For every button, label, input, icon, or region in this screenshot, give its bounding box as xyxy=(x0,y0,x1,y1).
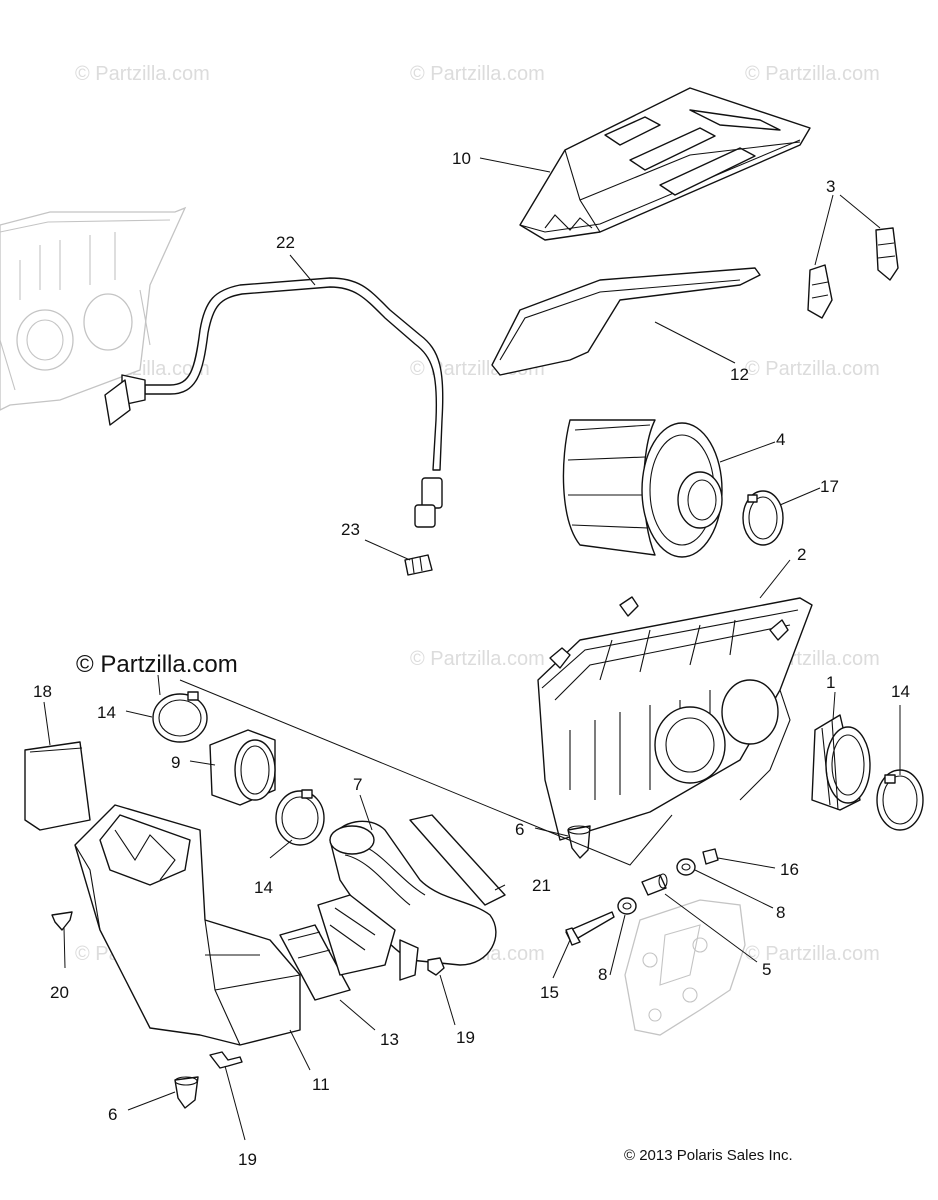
watermark: © Partzilla.com xyxy=(75,63,210,85)
mount-spacer-part xyxy=(641,873,668,896)
hose-clip-part xyxy=(404,554,433,576)
intake-duct-part xyxy=(74,804,301,1046)
intake-plate-part xyxy=(409,814,506,906)
callout-8: 8 xyxy=(776,903,785,922)
callout-13: 13 xyxy=(380,1030,399,1049)
callout-2: 2 xyxy=(797,545,806,564)
copyright-notice: © 2013 Polaris Sales Inc. xyxy=(624,1147,793,1164)
intake-coupler-part xyxy=(811,714,871,811)
watermark-prominent: © Partzilla.com xyxy=(76,651,238,678)
filter-clamp-part xyxy=(742,490,784,546)
air-filter-part xyxy=(562,419,723,558)
callout-4: 4 xyxy=(776,430,785,449)
callout-19: 19 xyxy=(238,1150,257,1169)
callout-12: 12 xyxy=(730,365,749,384)
callout-10: 10 xyxy=(452,149,471,168)
intake-pad-part xyxy=(24,741,91,831)
ghost-bracket-reference xyxy=(624,899,746,1036)
watermark: © Partzilla.com xyxy=(745,943,880,965)
airbox-seal-part xyxy=(491,267,761,376)
cover-clip-part xyxy=(807,227,899,319)
callout-11: 11 xyxy=(312,1075,330,1094)
callout-1: 1 xyxy=(826,673,835,692)
callout-5: 5 xyxy=(762,960,771,979)
airbox-base-part xyxy=(537,596,813,841)
spacer-washer-part xyxy=(617,897,637,915)
drain-grommet-part xyxy=(174,1076,199,1109)
intake-tube-part xyxy=(329,820,497,981)
callout-17: 17 xyxy=(820,477,839,496)
callout-6: 6 xyxy=(515,820,524,839)
push-fastener-part xyxy=(51,911,73,931)
callout-23: 23 xyxy=(341,520,360,539)
watermark: © Partzilla.com xyxy=(745,358,880,380)
callout-8: 8 xyxy=(598,965,607,984)
callout-14: 14 xyxy=(97,703,116,722)
flange-bolt-part xyxy=(209,1051,243,1069)
breather-hose-part xyxy=(104,277,444,528)
leader-lines xyxy=(43,157,901,1141)
airbox-cover-part xyxy=(519,87,811,241)
watermark: © Partzilla.com xyxy=(410,648,545,670)
callout-3: 3 xyxy=(826,177,835,196)
duct-sleeve-part xyxy=(209,729,276,806)
duct-clamp-part xyxy=(152,691,208,743)
flange-nut-part xyxy=(702,848,719,865)
callout-21: 21 xyxy=(532,876,551,895)
callout-9: 9 xyxy=(171,753,180,772)
watermark: © Partzilla.com xyxy=(410,63,545,85)
callout-6: 6 xyxy=(108,1105,117,1124)
flange-bolt-part xyxy=(427,957,445,976)
drain-grommet-part xyxy=(567,825,591,859)
intake-inlet-part xyxy=(279,894,396,1001)
duct-clamp-part xyxy=(275,789,325,846)
callout-14: 14 xyxy=(891,682,910,701)
mount-bolt-part xyxy=(565,911,615,946)
callout-14: 14 xyxy=(254,878,273,897)
callout-15: 15 xyxy=(540,983,559,1002)
callout-16: 16 xyxy=(780,860,799,879)
coupler-clamp-part xyxy=(876,769,924,831)
callout-19: 19 xyxy=(456,1028,475,1047)
callout-7: 7 xyxy=(353,775,362,794)
callout-22: 22 xyxy=(276,233,295,252)
ghost-airbox-reference xyxy=(0,206,187,411)
spacer-washer-part xyxy=(676,858,696,876)
callout-18: 18 xyxy=(33,682,52,701)
callout-20: 20 xyxy=(50,983,69,1002)
watermark: © Partzilla.com xyxy=(745,63,880,85)
callout-labels: 10 3 22 12 4 17 23 2 1 14 18 14 9 6 7 16… xyxy=(33,149,910,1169)
